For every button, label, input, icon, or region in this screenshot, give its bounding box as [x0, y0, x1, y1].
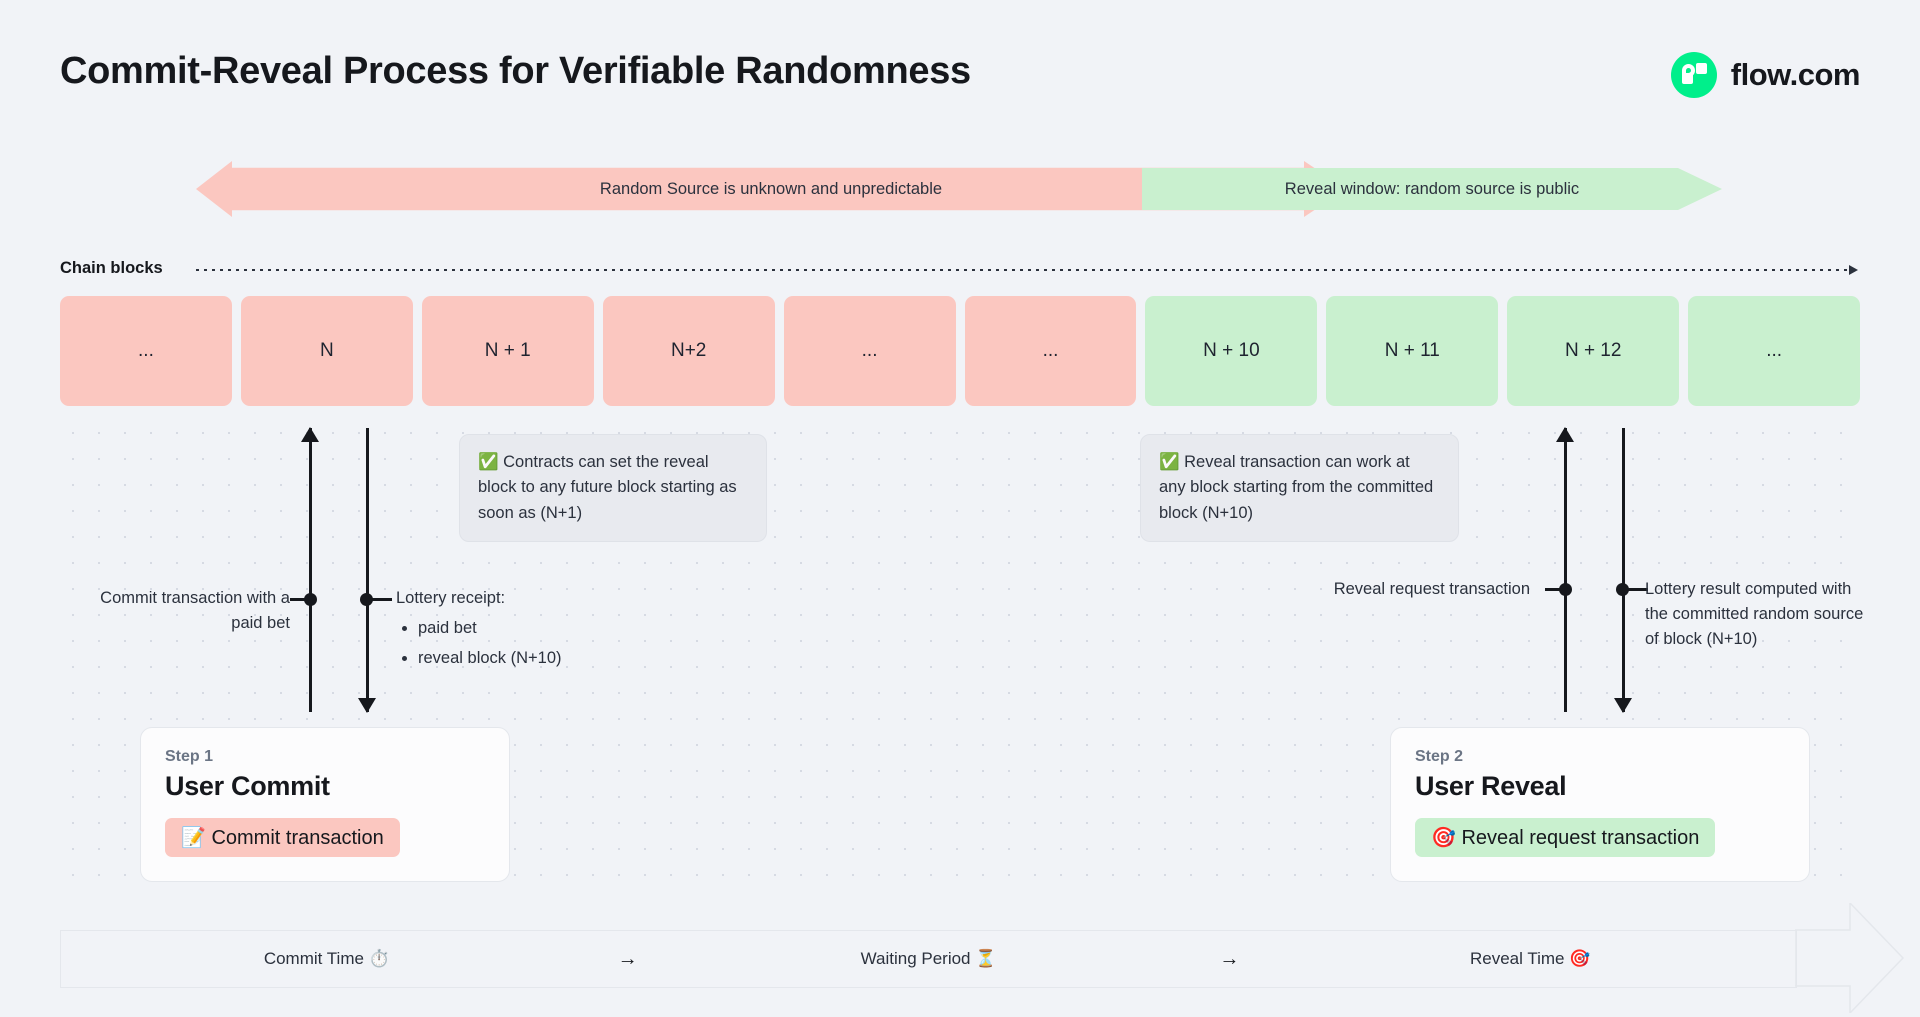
step-title: User Reveal — [1415, 771, 1567, 801]
callout-reveal-window: ✅ Reveal transaction can work at any blo… — [1140, 434, 1459, 543]
arrow-right-icon: → — [617, 947, 638, 970]
reveal-request-transaction-pill[interactable]: 🎯 Reveal request transaction — [1415, 818, 1716, 857]
chain-block: ... — [1688, 296, 1861, 406]
step-label: Step 1 — [165, 748, 214, 765]
process-timeline-bar: Commit Time ⏱️ → Waiting Period ⏳ → Reve… — [60, 930, 1797, 988]
timeline-segment-reveal: Reveal Time 🎯 — [1469, 949, 1591, 968]
result-node — [1616, 583, 1629, 596]
page-title: Commit-Reveal Process for Verifiable Ran… — [60, 50, 971, 92]
chain-axis-arrow — [196, 265, 1858, 275]
callout-commit-window: ✅ Contracts can set the reveal block to … — [459, 434, 767, 543]
list-item: reveal block (N+10) — [418, 646, 676, 671]
timeline-segment-commit: Commit Time ⏱️ — [263, 949, 390, 968]
lottery-receipt-list: paid bet reveal block (N+10) — [396, 616, 676, 671]
reveal-connector — [1545, 588, 1571, 591]
commit-arrow-up — [309, 428, 312, 712]
chain-blocks-label: Chain blocks — [60, 259, 163, 277]
chain-block: N + 11 — [1326, 296, 1499, 406]
chain-block: N + 1 — [421, 296, 594, 406]
annotation-lottery-receipt: Lottery receipt: paid bet reveal block (… — [396, 586, 676, 671]
result-connector — [1622, 588, 1648, 591]
banner-reveal-window-label: Reveal window: random source is public — [1284, 179, 1580, 198]
chain-block: N + 12 — [1507, 296, 1680, 406]
timeline-arrowhead-icon — [1795, 903, 1905, 1013]
reveal-arrow-up — [1564, 428, 1567, 712]
receipt-node — [360, 593, 373, 606]
chain-blocks-row: ... N N + 1 N+2 ... ... N + 10 N + 11 N … — [60, 296, 1861, 406]
chain-block: ... — [60, 296, 232, 406]
step-label: Step 2 — [1415, 748, 1464, 765]
chain-block: ... — [783, 296, 956, 406]
chain-block: N + 10 — [1145, 296, 1318, 406]
list-item: paid bet — [418, 616, 676, 641]
step-title: User Commit — [165, 771, 330, 801]
commit-connector — [290, 598, 316, 601]
chain-block: ... — [964, 296, 1137, 406]
annotation-commit-transaction: Commit transaction with a paid bet — [100, 589, 290, 633]
annotation-lottery-result: Lottery result computed with the committ… — [1645, 580, 1864, 649]
annotation-reveal-request: Reveal request transaction — [1333, 580, 1530, 598]
step-card-user-reveal: Step 2 User Reveal 🎯 Reveal request tran… — [1390, 727, 1810, 882]
brand-name: flow.com — [1730, 57, 1861, 92]
chain-block: N+2 — [602, 296, 775, 406]
banner-reveal-window: Reveal window: random source is public — [1142, 168, 1722, 210]
flow-logo-icon — [1670, 52, 1717, 98]
commit-transaction-pill[interactable]: 📝 Commit transaction — [165, 818, 400, 857]
commit-node — [304, 593, 317, 606]
chain-block: N — [240, 296, 413, 406]
brand-logo: flow.com — [1670, 52, 1861, 98]
reveal-node — [1559, 583, 1572, 596]
receipt-arrow-down — [366, 428, 369, 712]
receipt-connector — [366, 598, 392, 601]
lottery-receipt-title: Lottery receipt: — [396, 589, 506, 607]
result-arrow-down — [1622, 428, 1625, 712]
arrow-right-icon: → — [1219, 947, 1240, 970]
timeline-segment-waiting: Waiting Period ⏳ — [860, 949, 997, 968]
banner-unpredictable-label: Random Source is unknown and unpredictab… — [599, 179, 943, 198]
step-card-user-commit: Step 1 User Commit 📝 Commit transaction — [140, 727, 510, 882]
